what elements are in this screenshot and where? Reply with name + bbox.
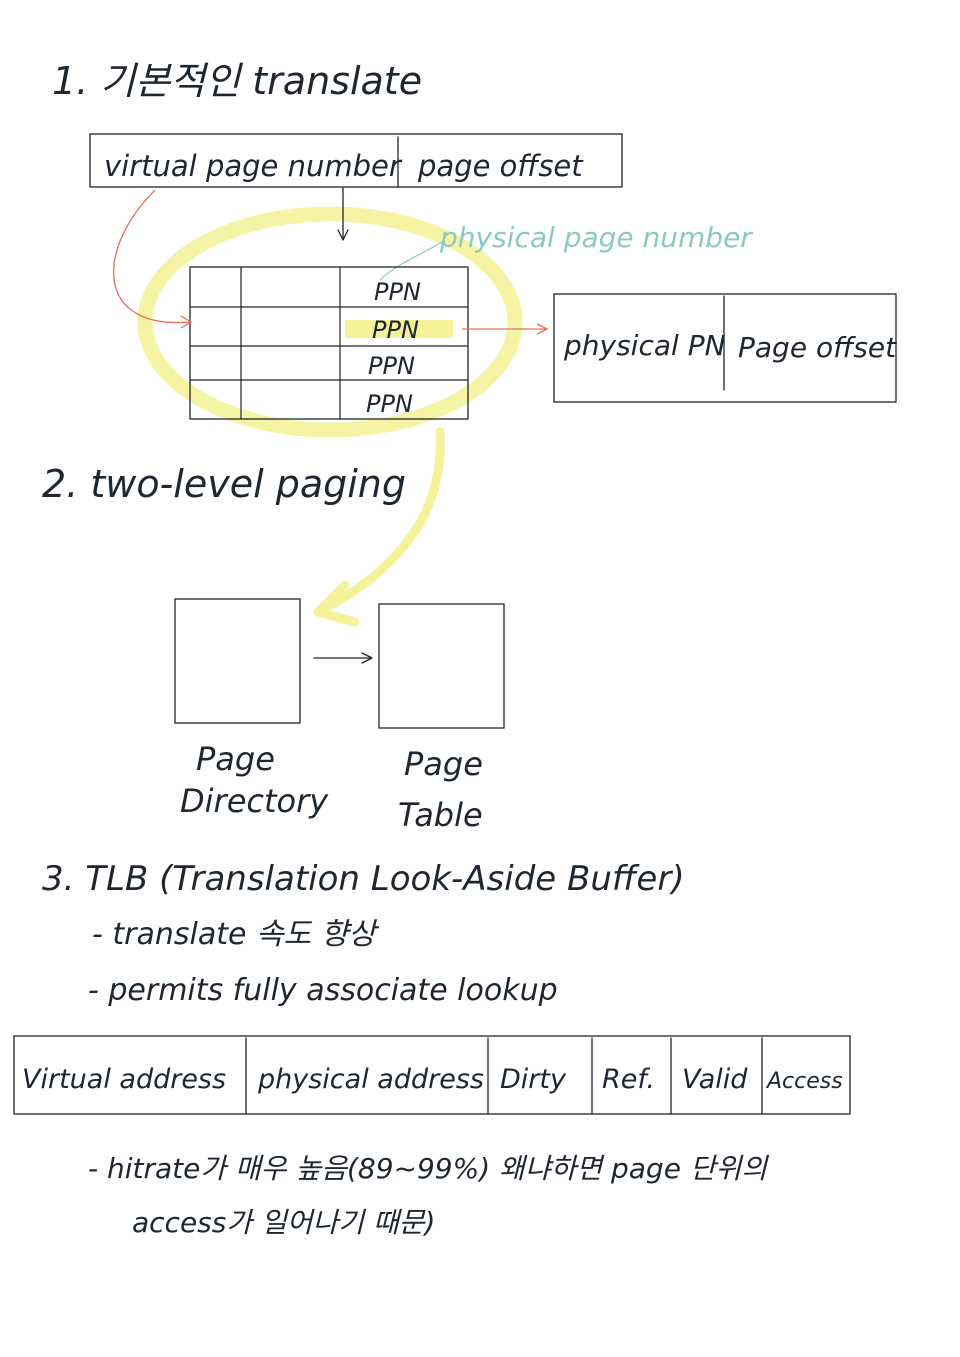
vpn-index-arrow (113, 189, 191, 324)
physical-offset-label: Page offset (738, 331, 897, 364)
highlight-arrow (313, 427, 445, 617)
table-entry: PPN (372, 316, 419, 344)
page-table-label-1: Page (404, 745, 483, 783)
tlb-column: Access (765, 1069, 843, 1094)
hitrate-note-line2: access가 일어나기 때문) (132, 1206, 435, 1239)
virtual-address-box (89, 133, 623, 188)
tlb-entry-box (13, 1035, 851, 1115)
table-entry: PPN (366, 390, 413, 418)
vpn-label: virtual page number (104, 149, 403, 183)
section2-heading: 2. two-level paging (42, 462, 406, 506)
vpn-index-arrowhead (180, 315, 193, 329)
ppn-annotation: physical page number (439, 221, 753, 254)
ppn-out-arrowhead (536, 323, 549, 335)
page-directory-label-2: Directory (180, 782, 329, 820)
page-table (189, 266, 469, 420)
offset-label: page offset (417, 149, 584, 183)
highlight-ellipse (137, 206, 523, 438)
ppn-annotation-line (379, 241, 443, 281)
page-table-box (378, 603, 505, 729)
tlb-column: Virtual address (22, 1064, 226, 1095)
tlb-column: Valid (682, 1064, 748, 1095)
page-table-label-2: Table (398, 796, 483, 834)
physical-pn-label: physical PN (563, 329, 726, 362)
down-arrowhead (337, 229, 349, 241)
table-entry: PPN (368, 352, 415, 380)
section3-bullet: - permits fully associate lookup (88, 973, 558, 1008)
ppn-highlight (345, 320, 453, 338)
table-entry: PPN (374, 278, 421, 306)
page-directory-label-1: Page (196, 740, 275, 778)
section1-heading: 1. 기본적인 translate (52, 59, 422, 103)
highlight-arrowhead (313, 580, 360, 627)
section3-bullet: - translate 속도 향상 (92, 917, 379, 952)
physical-address-box (553, 293, 897, 403)
tlb-column: physical address (257, 1064, 484, 1095)
tlb-column: Dirty (500, 1064, 567, 1095)
section3-heading: 3. TLB (Translation Look-Aside Buffer) (42, 859, 685, 899)
hitrate-note-line1: - hitrate가 매우 높음(89~99%) 왜냐하면 page 단위의 (88, 1152, 769, 1185)
page-directory-box (174, 598, 301, 724)
tlb-column: Ref. (602, 1064, 655, 1095)
directory-to-table-arrowhead (361, 652, 373, 664)
